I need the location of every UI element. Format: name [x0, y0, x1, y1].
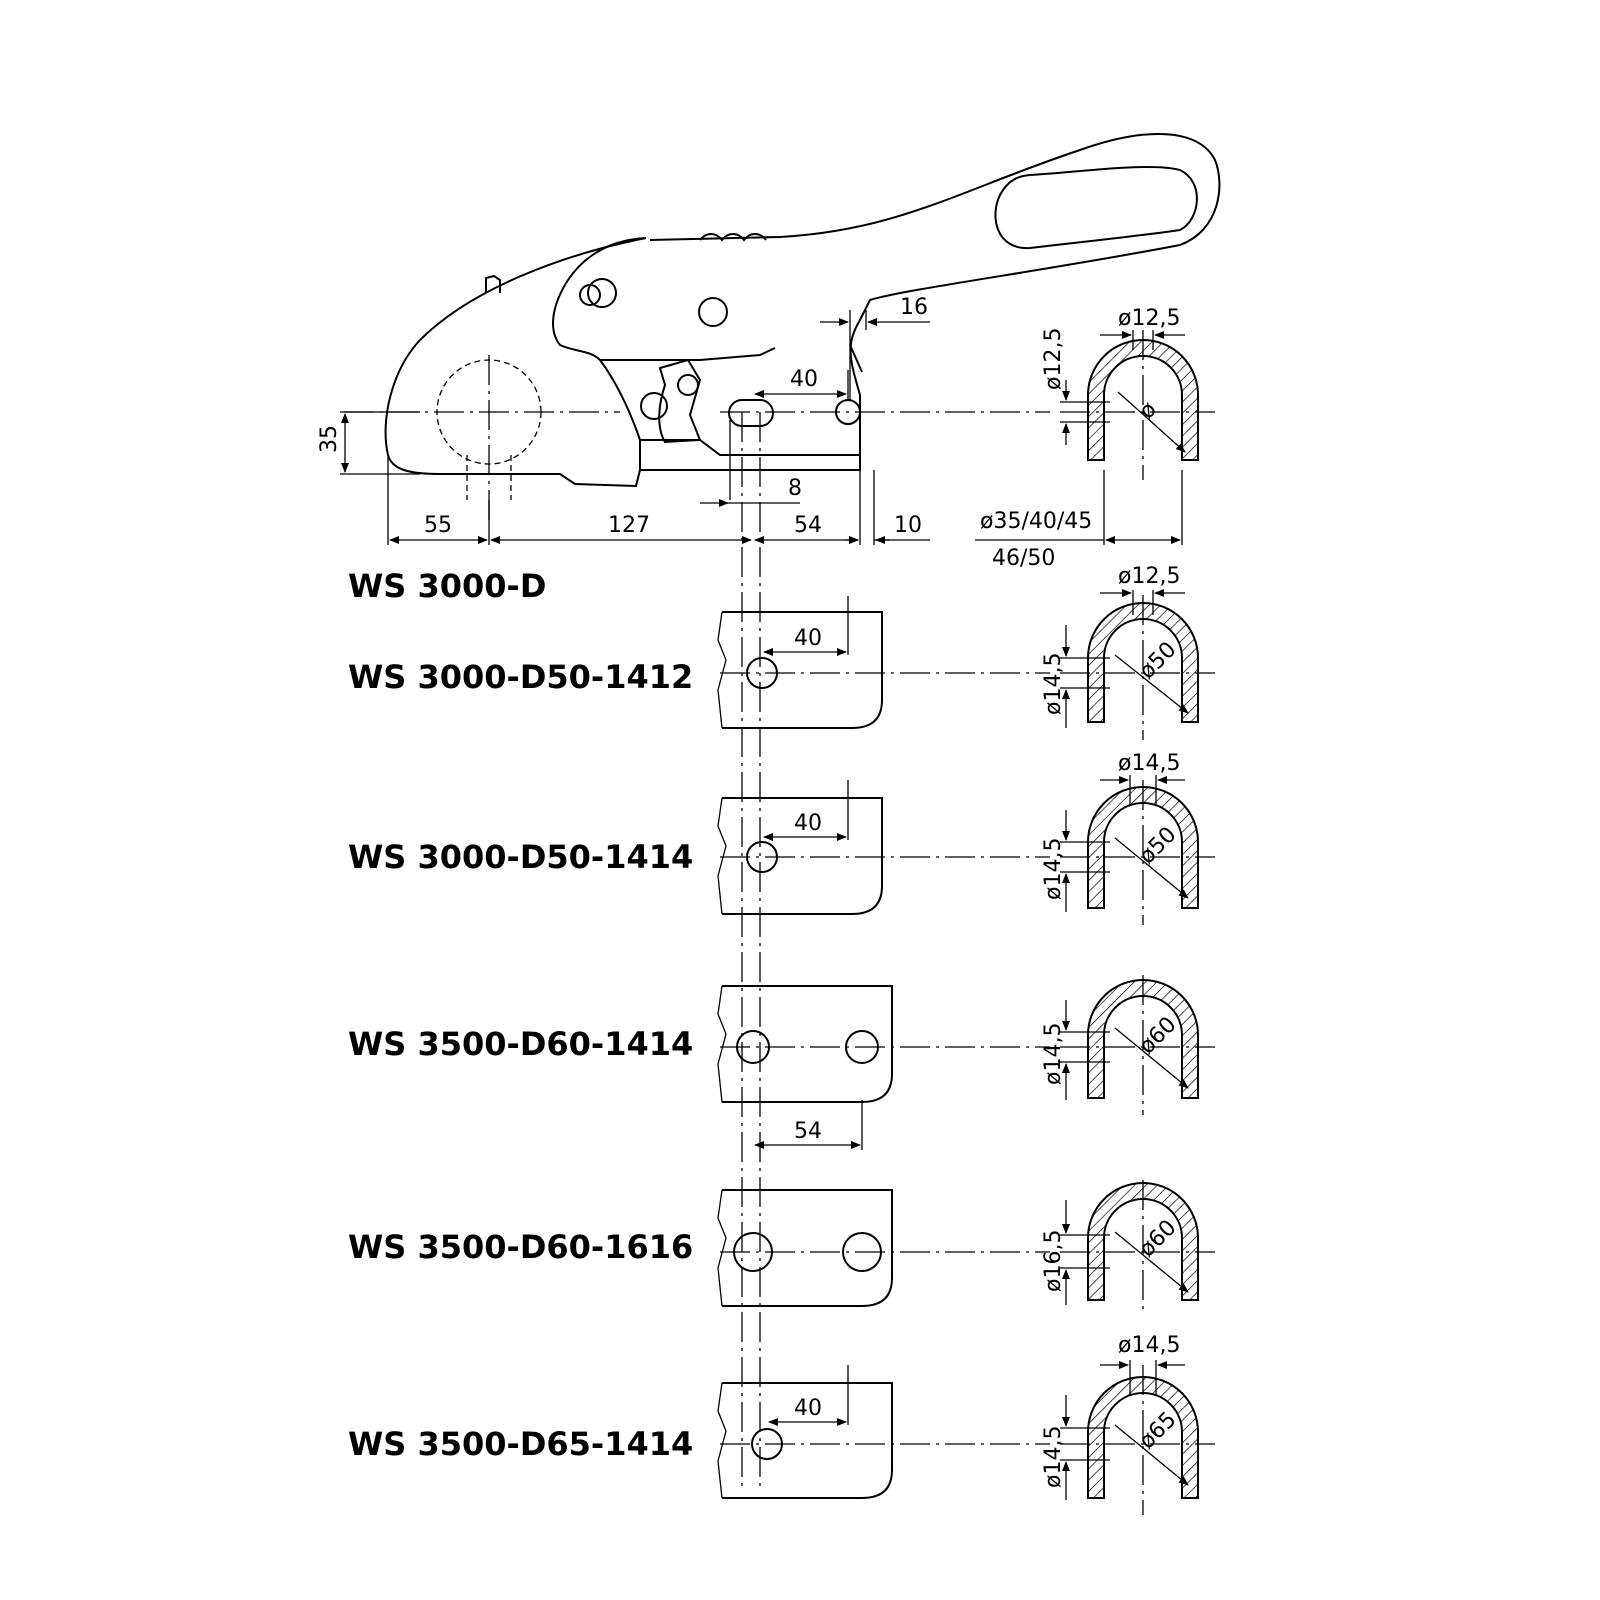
variant-row: WS 3500-D65-1414 40 ø14,5 ø14,5 ø65 [348, 1333, 1215, 1515]
dim-16: 16 [900, 295, 928, 320]
variant-model: WS 3500-D65-1414 [348, 1425, 693, 1463]
dim-127: 127 [608, 513, 650, 538]
main-dimensions: 35 55 127 54 10 8 40 16 [317, 295, 930, 1490]
variant-row: WS 3000-D50-1414 40 ø14,5 ø14,5 ø50 [348, 751, 1215, 925]
variant-row: WS 3500-D60-1414 ø14,5 ø60 [348, 975, 1215, 1115]
ball-dia: ø60 [1135, 1012, 1182, 1059]
side-dia: ø14,5 [1041, 1426, 1066, 1488]
dim-55: 55 [424, 513, 452, 538]
variant-model: WS 3500-D60-1414 [348, 1025, 693, 1063]
ball-dia: ø50 [1135, 822, 1182, 869]
side-dia: ø14,5 [1041, 653, 1066, 715]
variant-row: WS 3000-D50-1412 40 ø12,5 ø14,5 ø50 [348, 564, 1215, 740]
hole-spacing: 40 [794, 1396, 822, 1421]
section-ball-dia: ø [1135, 397, 1162, 424]
drawbar-dia-line2: 46/50 [992, 546, 1055, 571]
hole-spacing: 40 [794, 811, 822, 836]
dim-40: 40 [790, 367, 818, 392]
coupling-side-view [344, 133, 1221, 520]
section-side-dia: ø12,5 [1041, 328, 1066, 390]
main-section-view: ø12,5 ø12,5 ø ø35/40/45 46/50 [975, 306, 1215, 571]
top-dia: ø12,5 [1118, 564, 1180, 589]
side-dia: ø16,5 [1041, 1230, 1066, 1292]
variant-model: WS 3000-D50-1414 [348, 838, 693, 876]
variant-row: 54 WS 3500-D60-1616 ø16,5 ø60 [348, 1100, 1215, 1315]
hole-spacing: 40 [794, 626, 822, 651]
dim-35: 35 [317, 425, 342, 453]
section-top-dia: ø12,5 [1118, 306, 1180, 331]
top-dia: ø14,5 [1118, 1333, 1180, 1358]
variant-model: WS 3000-D50-1412 [348, 658, 693, 696]
side-dia: ø14,5 [1041, 838, 1066, 900]
hole-spacing: 54 [794, 1119, 822, 1144]
dim-8: 8 [788, 476, 802, 501]
ball-dia: ø60 [1135, 1215, 1182, 1262]
top-dia: ø14,5 [1118, 751, 1180, 776]
variant-model: WS 3500-D60-1616 [348, 1228, 693, 1266]
model-label-main: WS 3000-D [348, 567, 546, 605]
ball-dia: ø50 [1135, 637, 1182, 684]
drawbar-dia-line1: ø35/40/45 [980, 509, 1092, 534]
side-dia: ø14,5 [1041, 1023, 1066, 1085]
dim-54: 54 [794, 513, 822, 538]
dim-10: 10 [894, 513, 922, 538]
